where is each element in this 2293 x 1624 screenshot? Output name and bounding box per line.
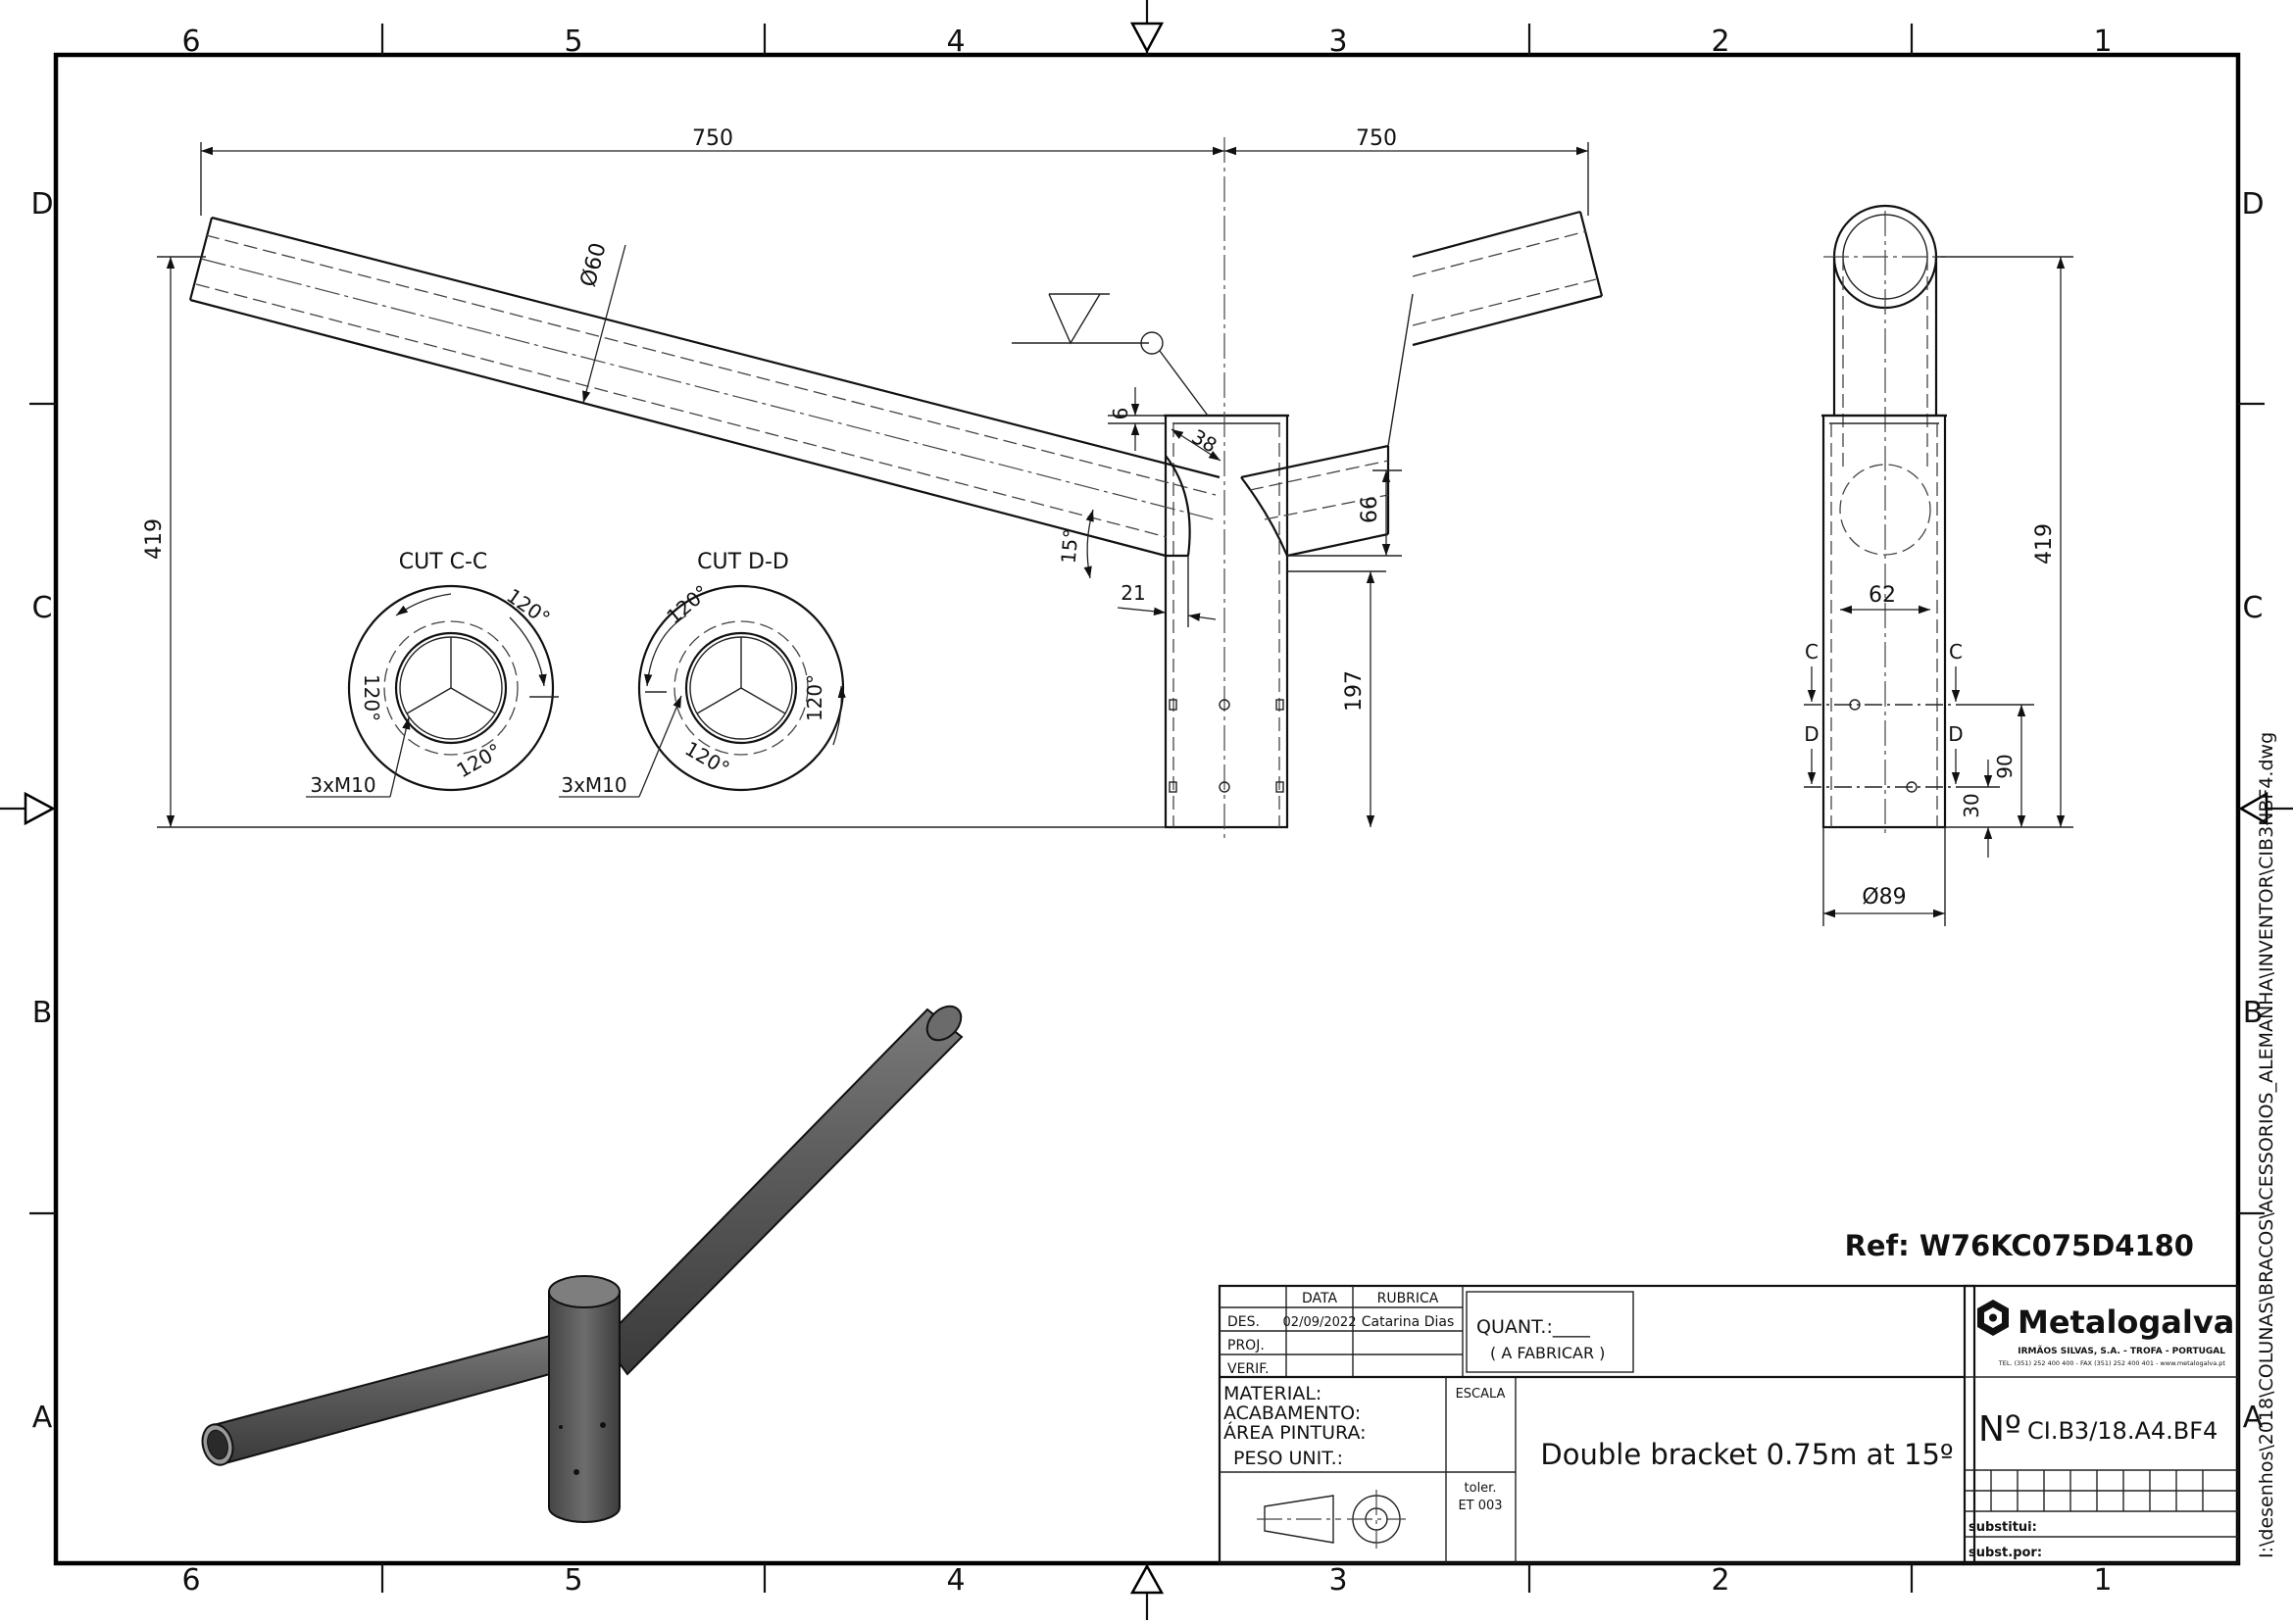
section-label-c-right: C	[1949, 640, 1963, 664]
cut-c-angle-c: 120°	[453, 738, 506, 782]
zone-ticks-left	[29, 402, 56, 1215]
label-escala: ESCALA	[1456, 1387, 1506, 1402]
dim-419-side: 419	[2032, 523, 2057, 565]
file-path: I:\desenhos\2018\COLUNAS\BRACOS\ACESSORI…	[2256, 732, 2277, 1558]
zone-number: 5	[564, 25, 582, 59]
zone-letters-right: D C B A	[2241, 187, 2264, 1435]
cut-d-title: CUT D-D	[697, 550, 789, 574]
projection-symbol-icon	[1257, 1490, 1406, 1549]
dim-angle-15: 15°	[1057, 528, 1083, 565]
dim-419-front: 419	[142, 518, 167, 560]
zone-number: 3	[1328, 25, 1347, 59]
section-label-d-left: D	[1804, 722, 1819, 746]
zone-number: 6	[181, 25, 200, 59]
cut-d-view: CUT D-D 120° 120° 120° 3xM10	[559, 550, 846, 798]
zone-letter: C	[2243, 591, 2264, 625]
zone-number: 2	[1711, 1563, 1729, 1598]
reference-code: Ref: W76KC075D4180	[1845, 1229, 2194, 1262]
dim-750-right: 750	[1356, 126, 1397, 151]
label-toler: toler.	[1465, 1481, 1497, 1496]
label-material: MATERIAL:	[1223, 1383, 1321, 1404]
quant-label: QUANT.:____	[1476, 1316, 1590, 1338]
zone-ticks-right	[2238, 402, 2265, 1215]
cut-c-view: CUT C-C 120° 120° 120° 3xM10	[306, 550, 559, 798]
centering-mark-left	[0, 791, 56, 826]
des-name: Catarina Dias	[1362, 1314, 1455, 1330]
cut-d-angle-c: 120°	[681, 736, 734, 780]
quant-note: ( A FABRICAR )	[1490, 1344, 1605, 1362]
company-name: Metalogalva	[2018, 1304, 2234, 1341]
dim-6: 6	[1109, 408, 1132, 420]
dim-diameter-60: Ø60	[576, 240, 612, 289]
zone-number: 6	[181, 1563, 200, 1598]
number-prefix: Nº	[1978, 1409, 2021, 1450]
cut-d-angle-a: 120°	[662, 580, 713, 628]
dim-62: 62	[1869, 583, 1896, 608]
row-proj: PROJ.	[1227, 1338, 1265, 1353]
zone-letters-left: D C B A	[30, 187, 53, 1435]
drawing-title: Double bracket 0.75m at 15º	[1540, 1438, 1953, 1471]
toler-code: ET 003	[1458, 1499, 1502, 1513]
cut-c-title: CUT C-C	[399, 550, 488, 574]
centering-mark-bottom	[1129, 1563, 1165, 1620]
des-date: 02/09/2022	[1283, 1315, 1357, 1330]
dim-750-left: 750	[692, 126, 733, 151]
centering-mark-top	[1129, 0, 1165, 55]
label-substitui: substitui:	[1969, 1520, 2037, 1535]
zone-letter: A	[2243, 1401, 2264, 1435]
zone-number: 4	[946, 1563, 965, 1598]
zone-number: 1	[2093, 25, 2112, 59]
row-des: DES.	[1227, 1314, 1260, 1330]
dim-38: 38	[1187, 424, 1221, 458]
cut-c-angle-b: 120°	[360, 674, 383, 721]
zone-letter: B	[2243, 996, 2264, 1030]
label-subst-por: subst.por:	[1969, 1546, 2042, 1560]
company-subtitle: IRMÃOS SILVAS, S.A. - TROFA - PORTUGAL	[2018, 1346, 2225, 1356]
company-logo-icon	[1977, 1300, 2009, 1336]
col-rubrica: RUBRICA	[1377, 1291, 1439, 1306]
dim-90: 90	[1993, 754, 2017, 778]
zone-ticks-bottom	[380, 1563, 1914, 1593]
zone-letter: D	[30, 187, 53, 221]
zone-number: 1	[2093, 1563, 2112, 1598]
cut-c-thread: 3xM10	[310, 773, 375, 797]
centering-mark-right	[2238, 791, 2293, 826]
zone-numbers-top: 6 5 4 3 2 1	[181, 25, 2112, 59]
section-label-c-left: C	[1805, 640, 1819, 664]
zone-letter: D	[2241, 187, 2264, 221]
zone-letter: A	[32, 1401, 53, 1435]
dim-21: 21	[1121, 581, 1145, 605]
side-view: C C D D 62 419 90 30 Ø89	[1804, 204, 2073, 926]
col-data: DATA	[1302, 1291, 1337, 1306]
label-acabamento: ACABAMENTO:	[1223, 1403, 1361, 1424]
company-contact: TEL. (351) 252 400 400 - FAX (351) 252 4…	[1998, 1359, 2226, 1367]
drawing-number: CI.B3/18.A4.BF4	[2027, 1417, 2218, 1445]
dim-197: 197	[1342, 670, 1367, 712]
zone-number: 4	[946, 25, 965, 59]
dim-66: 66	[1358, 496, 1382, 523]
cut-d-thread: 3xM10	[561, 773, 626, 797]
isometric-view	[201, 1005, 964, 1523]
label-peso-unit: PESO UNIT.:	[1233, 1448, 1343, 1469]
label-area-pintura: ÁREA PINTURA:	[1223, 1421, 1367, 1444]
section-label-d-right: D	[1948, 722, 1963, 746]
dim-diameter-89: Ø89	[1862, 885, 1906, 910]
zone-letter: B	[32, 996, 53, 1030]
zone-numbers-bottom: 6 5 4 3 2 1	[181, 1563, 2112, 1598]
zone-ticks-top	[380, 24, 1914, 55]
row-verif: VERIF.	[1227, 1361, 1270, 1377]
zone-number: 2	[1711, 25, 1729, 59]
zone-letter: C	[32, 591, 53, 625]
cut-d-angle-b: 120°	[803, 674, 826, 721]
zone-number: 5	[564, 1563, 582, 1598]
zone-number: 3	[1328, 1563, 1347, 1598]
dim-30: 30	[1960, 793, 1983, 817]
title-block: DATA RUBRICA DES. PROJ. VERIF. 02/09/202…	[1218, 1284, 2240, 1565]
